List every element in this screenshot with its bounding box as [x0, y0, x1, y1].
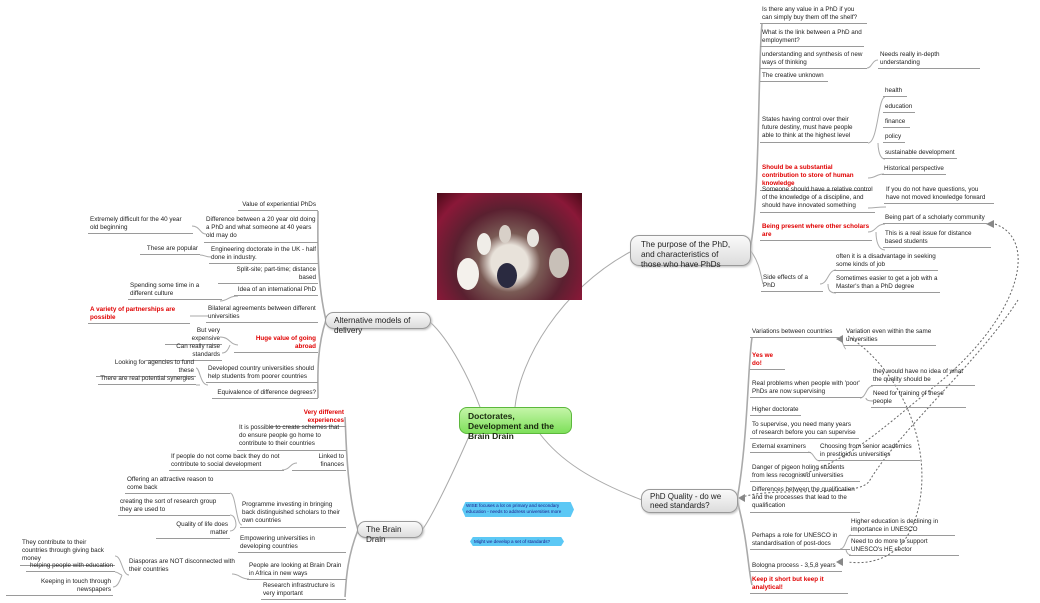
quality-item[interactable]: Danger of pigeon holing students from le…: [750, 464, 860, 483]
purpose-item[interactable]: States having control over their future …: [760, 116, 868, 143]
quality-item[interactable]: Variations between countries: [750, 328, 840, 339]
alternative-item[interactable]: Huge value of going abroad: [234, 335, 318, 354]
alternative-item[interactable]: Developed country universities should he…: [206, 365, 318, 384]
quality-item[interactable]: External examiners: [750, 443, 811, 454]
purpose-subitem[interactable]: Being part of a scholarly community: [883, 214, 987, 225]
alternative-item[interactable]: Value of experiential PhDs: [238, 201, 318, 212]
alternative-item[interactable]: Difference between a 20 year old doing a…: [204, 216, 318, 243]
brain-drain-item[interactable]: Linked to finances: [292, 453, 346, 472]
topic-alternative-models[interactable]: Alternative models of delivery: [325, 312, 431, 335]
callout-wise[interactable]: WISE focuses a lot on primary and second…: [462, 502, 574, 517]
meeting-photo: [437, 193, 582, 300]
purpose-item[interactable]: Should be a substantial contribution to …: [760, 164, 870, 191]
purpose-subitem[interactable]: If you do not have questions, you have n…: [884, 186, 994, 205]
alternative-subitem[interactable]: Spending some time in a different cultur…: [128, 282, 222, 301]
purpose-item[interactable]: Side effects of a PhD: [761, 274, 823, 293]
quality-item[interactable]: To supervise, you need many years of res…: [750, 421, 859, 440]
diaspora-subitem[interactable]: helping people with education: [26, 562, 115, 573]
purpose-subitem[interactable]: Historical perspective: [882, 165, 946, 176]
purpose-item[interactable]: Someone should have a relative control o…: [760, 186, 875, 213]
quality-subitem[interactable]: Choosing from senior academics in presti…: [818, 443, 920, 462]
brain-drain-subitem[interactable]: Diasporas are NOT disconnected with thei…: [129, 558, 235, 574]
purpose-item[interactable]: What is the link between a PhD and emplo…: [760, 29, 864, 48]
purpose-subitem[interactable]: This is a real issue for distance based …: [883, 230, 991, 249]
quality-subitem[interactable]: Need to do more to support UNESCO's HE s…: [849, 538, 959, 557]
alternative-subitem[interactable]: But very expensive: [165, 327, 222, 346]
alternative-subitem[interactable]: Extremely difficult for the 40 year old …: [88, 216, 193, 235]
purpose-subitem[interactable]: policy: [883, 133, 905, 144]
purpose-subitem[interactable]: health: [883, 87, 907, 98]
alternative-subitem[interactable]: These are popular: [140, 245, 200, 256]
quality-item[interactable]: Differences between the qualification an…: [750, 486, 860, 513]
quality-item[interactable]: Higher doctorate: [750, 406, 801, 417]
brain-drain-item[interactable]: Empowering universities in developing co…: [238, 535, 346, 554]
purpose-item[interactable]: understanding and synthesis of new ways …: [760, 51, 867, 70]
brain-drain-item[interactable]: It is possible to create schemes that do…: [237, 424, 346, 451]
alternative-item[interactable]: Idea of an international PhD: [234, 286, 318, 297]
purpose-subitem[interactable]: education: [883, 103, 915, 114]
brain-drain-item[interactable]: Research infrastructure is very importan…: [261, 582, 346, 601]
quality-item[interactable]: Real problems when people with 'poor' Ph…: [750, 380, 862, 399]
quality-subitem[interactable]: Need for training of these people: [871, 390, 966, 409]
alternative-item[interactable]: Bilateral agreements between different u…: [206, 305, 318, 324]
purpose-item[interactable]: The creative unknown: [760, 72, 828, 83]
quality-item[interactable]: Keep it short but keep it analytical!: [750, 576, 848, 595]
topic-purpose[interactable]: The purpose of the PhD, and characterist…: [630, 235, 751, 269]
alternative-subitem[interactable]: Can really raise standards: [146, 343, 222, 362]
brain-drain-item[interactable]: Programme investing in bringing back dis…: [240, 501, 346, 528]
purpose-item[interactable]: Is there any value in a PhD if you can s…: [760, 6, 867, 25]
purpose-item[interactable]: Being present where other scholars are: [760, 223, 872, 242]
purpose-subitem[interactable]: sustainable development: [883, 149, 957, 160]
alternative-item[interactable]: Equivalence of difference degrees?: [212, 389, 318, 400]
brain-drain-subitem[interactable]: If people do not come back they do not c…: [169, 453, 284, 472]
quality-item[interactable]: Bologna process - 3,5,8 years: [750, 562, 842, 573]
brain-drain-item[interactable]: People are looking at Brain Drain in Afr…: [247, 562, 346, 581]
alternative-item[interactable]: Split-site; part-time; distance based: [218, 266, 318, 285]
purpose-subitem[interactable]: often it is a disadvantage in seeking so…: [834, 253, 938, 272]
quality-subitem[interactable]: Higher education is declining in importa…: [849, 518, 955, 537]
alternative-item[interactable]: Engineering doctorate in the UK - half d…: [209, 246, 318, 265]
brain-drain-subitem[interactable]: Quality of life does matter: [156, 521, 230, 540]
brain-drain-item[interactable]: Very different experiences: [270, 409, 346, 428]
topic-phd-quality[interactable]: PhD Quality - do we need standards?: [641, 489, 738, 513]
brain-drain-subitem[interactable]: creating the sort of research group they…: [118, 498, 230, 517]
alternative-subitem[interactable]: A variety of partnerships are possible: [88, 306, 190, 325]
purpose-subitem[interactable]: finance: [883, 118, 910, 129]
quality-subitem[interactable]: Variation even within the same universit…: [844, 328, 936, 347]
diaspora-subitem[interactable]: They contribute to their countries throu…: [20, 539, 115, 566]
quality-subitem[interactable]: they would have no idea of what the qual…: [871, 368, 975, 387]
quality-item[interactable]: Perhaps a role for UNESCO in standardisa…: [750, 532, 850, 551]
alternative-subitem[interactable]: Looking for agencies to fund these: [96, 359, 196, 378]
purpose-subitem[interactable]: Sometimes easier to get a job with a Mas…: [834, 275, 940, 294]
brain-drain-subitem[interactable]: Offering an attractive reason to come ba…: [125, 476, 230, 495]
diaspora-subitem[interactable]: Keeping in touch through newspapers: [6, 578, 113, 597]
alternative-subitem[interactable]: There are real potential synergies: [98, 375, 196, 386]
topic-brain-drain[interactable]: The Brain Drain: [357, 521, 423, 544]
purpose-subitem[interactable]: Needs really in-depth understanding: [878, 51, 980, 70]
callout-standards[interactable]: Might we develop a set of standards?: [470, 537, 564, 546]
central-topic[interactable]: Doctorates, Development and the Brain Dr…: [459, 407, 572, 441]
quality-item[interactable]: Yes we do!: [750, 352, 785, 371]
